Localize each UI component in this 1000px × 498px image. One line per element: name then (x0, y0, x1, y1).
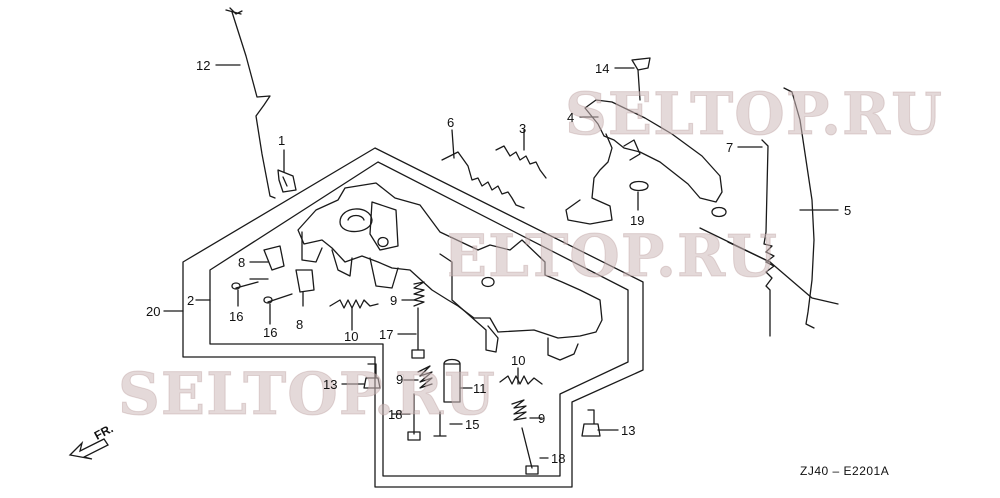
part-14-bolt (631, 57, 651, 101)
part-6-spring (441, 151, 525, 209)
callout-5: 5 (844, 203, 852, 218)
callout-20: 20 (146, 304, 161, 319)
part-8-bracket-a (263, 245, 285, 271)
callout-9: 9 (396, 372, 404, 387)
callout-10: 10 (344, 329, 359, 344)
callout-2: 2 (187, 293, 195, 308)
callout-9: 9 (390, 293, 398, 308)
part-10-spring-b (499, 375, 543, 385)
part-13-bolt-a (363, 363, 381, 389)
callout-14: 14 (595, 61, 610, 76)
part-12-rod (225, 9, 276, 199)
callout-19: 19 (630, 213, 645, 228)
part-5-rod (783, 87, 815, 329)
part-9-spring-c (511, 399, 527, 421)
callout-17: 17 (379, 327, 394, 342)
callout-1: 1 (278, 133, 286, 148)
callout-12: 12 (196, 58, 211, 73)
watermark: SELTOP.RU (118, 360, 496, 429)
part-13-bolt-b (581, 409, 601, 437)
part-10-spring-a (329, 299, 379, 309)
callout-6: 6 (447, 115, 455, 130)
callout-13: 13 (621, 423, 636, 438)
callout-16: 16 (263, 325, 278, 340)
callout-16: 16 (229, 309, 244, 324)
part-9-spring-b (417, 365, 433, 389)
drawing-code: ZJ40 – E2201A (800, 464, 890, 478)
callout-8: 8 (238, 255, 246, 270)
callout-10: 10 (511, 353, 526, 368)
callout-7: 7 (726, 140, 734, 155)
part-18-screw-a (407, 393, 421, 441)
part-17-screw (411, 307, 425, 359)
front-direction-arrow (68, 438, 109, 460)
watermark: SELTOP.RU (565, 80, 943, 149)
callout-18: 18 (551, 451, 566, 466)
assembly-outline-20 (182, 147, 644, 488)
callout-9: 9 (538, 411, 546, 426)
callout-13: 13 (323, 377, 338, 392)
callout-3: 3 (519, 121, 527, 136)
callout-4: 4 (567, 110, 575, 125)
control-plate (297, 182, 603, 339)
part-15-screw (433, 411, 447, 437)
part-18-screw-b (521, 427, 539, 475)
part-4-bracket (584, 99, 723, 203)
part-11-sleeve (443, 358, 461, 403)
part-7-rod (761, 139, 775, 337)
callout-8: 8 (296, 317, 304, 332)
callout-18: 18 (388, 407, 403, 422)
part-8-bracket-b (295, 269, 315, 293)
part-1-clip (277, 169, 297, 193)
callout-11: 11 (473, 381, 487, 396)
part-9-spring-a (413, 281, 425, 307)
assembly-outline-2 (209, 161, 629, 477)
callout-15: 15 (465, 417, 480, 432)
watermark: SELTOP.RU (400, 222, 778, 290)
